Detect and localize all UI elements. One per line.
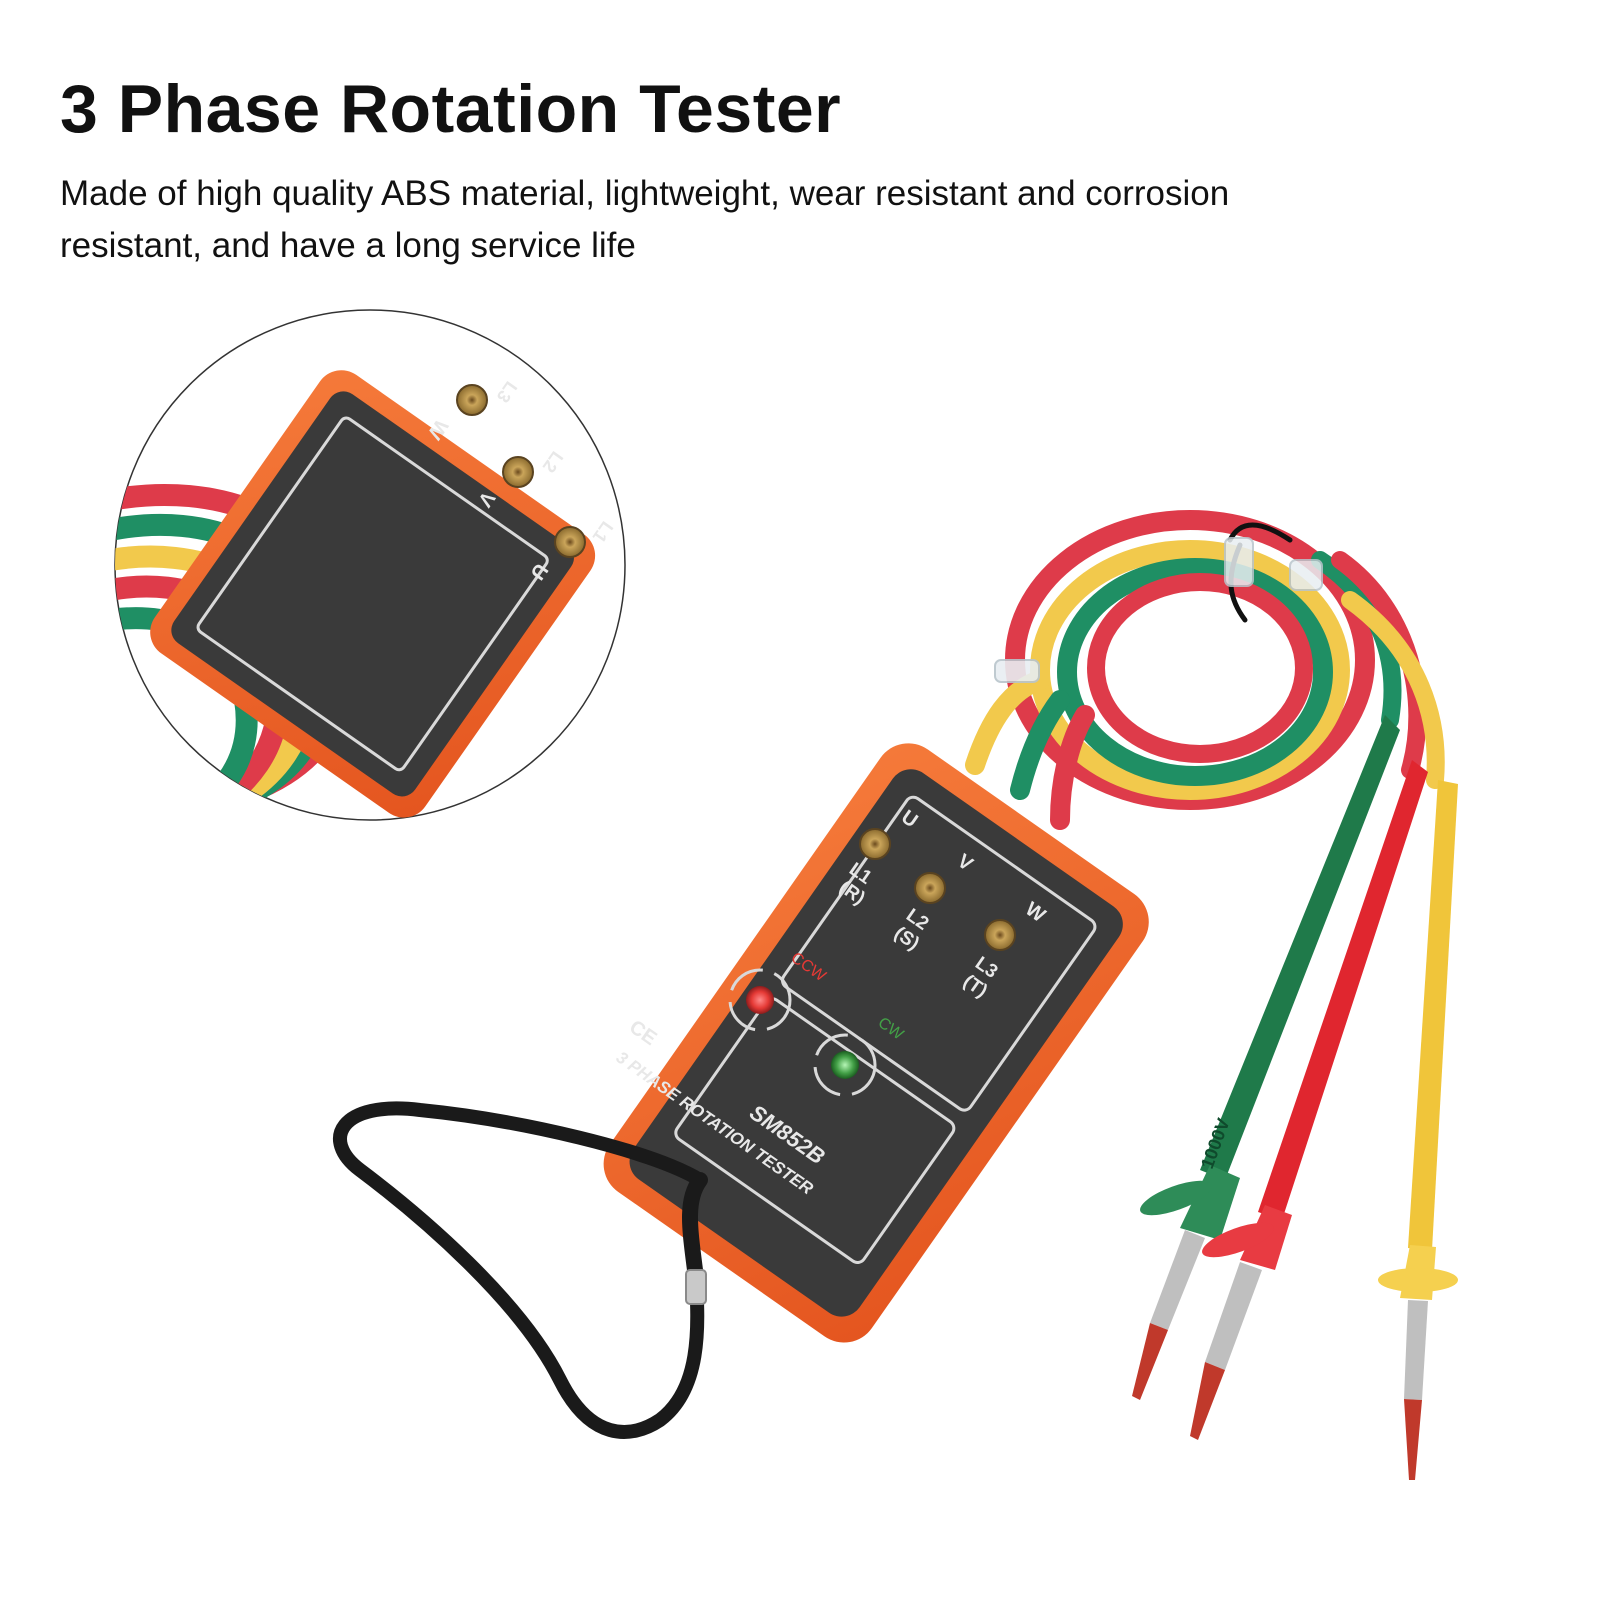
- cw-rotation-arrows-icon: [813, 1033, 877, 1097]
- zoom-inset: W V U L3 L2 L1: [114, 309, 626, 821]
- page-title: 3 Phase Rotation Tester: [60, 71, 842, 147]
- probe-red: [1190, 760, 1428, 1440]
- device-panel: [629, 769, 1123, 1317]
- ccw-rotation-arrows-icon: [728, 968, 792, 1032]
- tester-device: U V W L1 (R) L2 (S) L3 (T) CCW CW CE SM8…: [603, 743, 1149, 1343]
- probe-yellow: [1378, 780, 1458, 1480]
- jack-w: [984, 919, 1016, 951]
- wrist-strap: [333, 1101, 708, 1439]
- probe-green: 1000V: [1132, 715, 1400, 1400]
- zoom-jack-w: [456, 384, 488, 416]
- zoom-jack-v: [502, 456, 534, 488]
- wire-clip: [994, 659, 1040, 683]
- jack-u: [859, 828, 891, 860]
- jack-v: [914, 872, 946, 904]
- wire-clip-right: [1289, 559, 1323, 591]
- indicator-frame: [674, 997, 956, 1264]
- zoom-jack-u: [554, 526, 586, 558]
- ce-mark: CE: [625, 1016, 660, 1050]
- ccw-led: [746, 986, 774, 1014]
- cw-led: [831, 1051, 859, 1079]
- wire-clip-upper: [1224, 537, 1254, 587]
- product-description: Made of high quality ABS material, light…: [60, 174, 1230, 265]
- strap-clasp: [685, 1269, 707, 1305]
- terminal-frame: [781, 795, 1097, 1112]
